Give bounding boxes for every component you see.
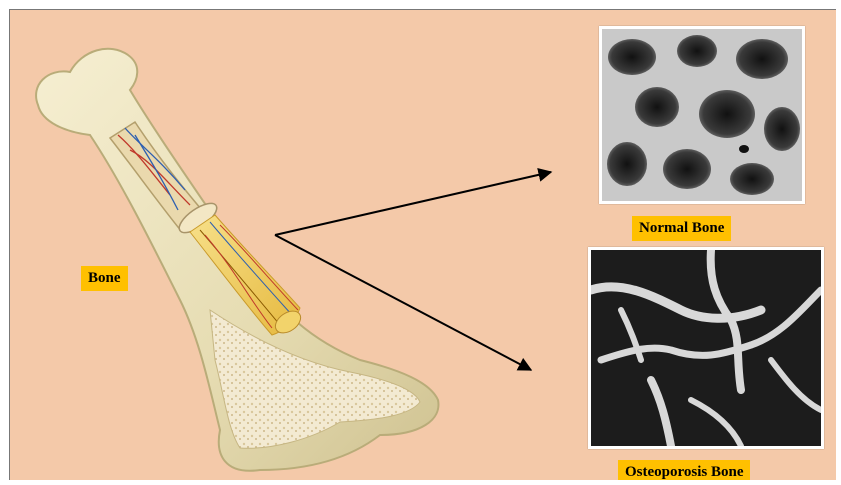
- osteoporosis-bone-label: Osteoporosis Bone: [618, 460, 750, 480]
- bone-label: Bone: [81, 266, 128, 291]
- normal-bone-label: Normal Bone: [632, 216, 731, 241]
- osteoporosis-bone-image: [588, 247, 824, 449]
- diagram-canvas: Bone Normal Bone Osteoporosis Bone: [9, 9, 836, 480]
- osteoporosis-bone-micrograph: [591, 250, 821, 446]
- normal-bone-micrograph: [602, 29, 802, 201]
- normal-bone-image: [599, 26, 805, 204]
- arrow-to-normal: [275, 172, 551, 235]
